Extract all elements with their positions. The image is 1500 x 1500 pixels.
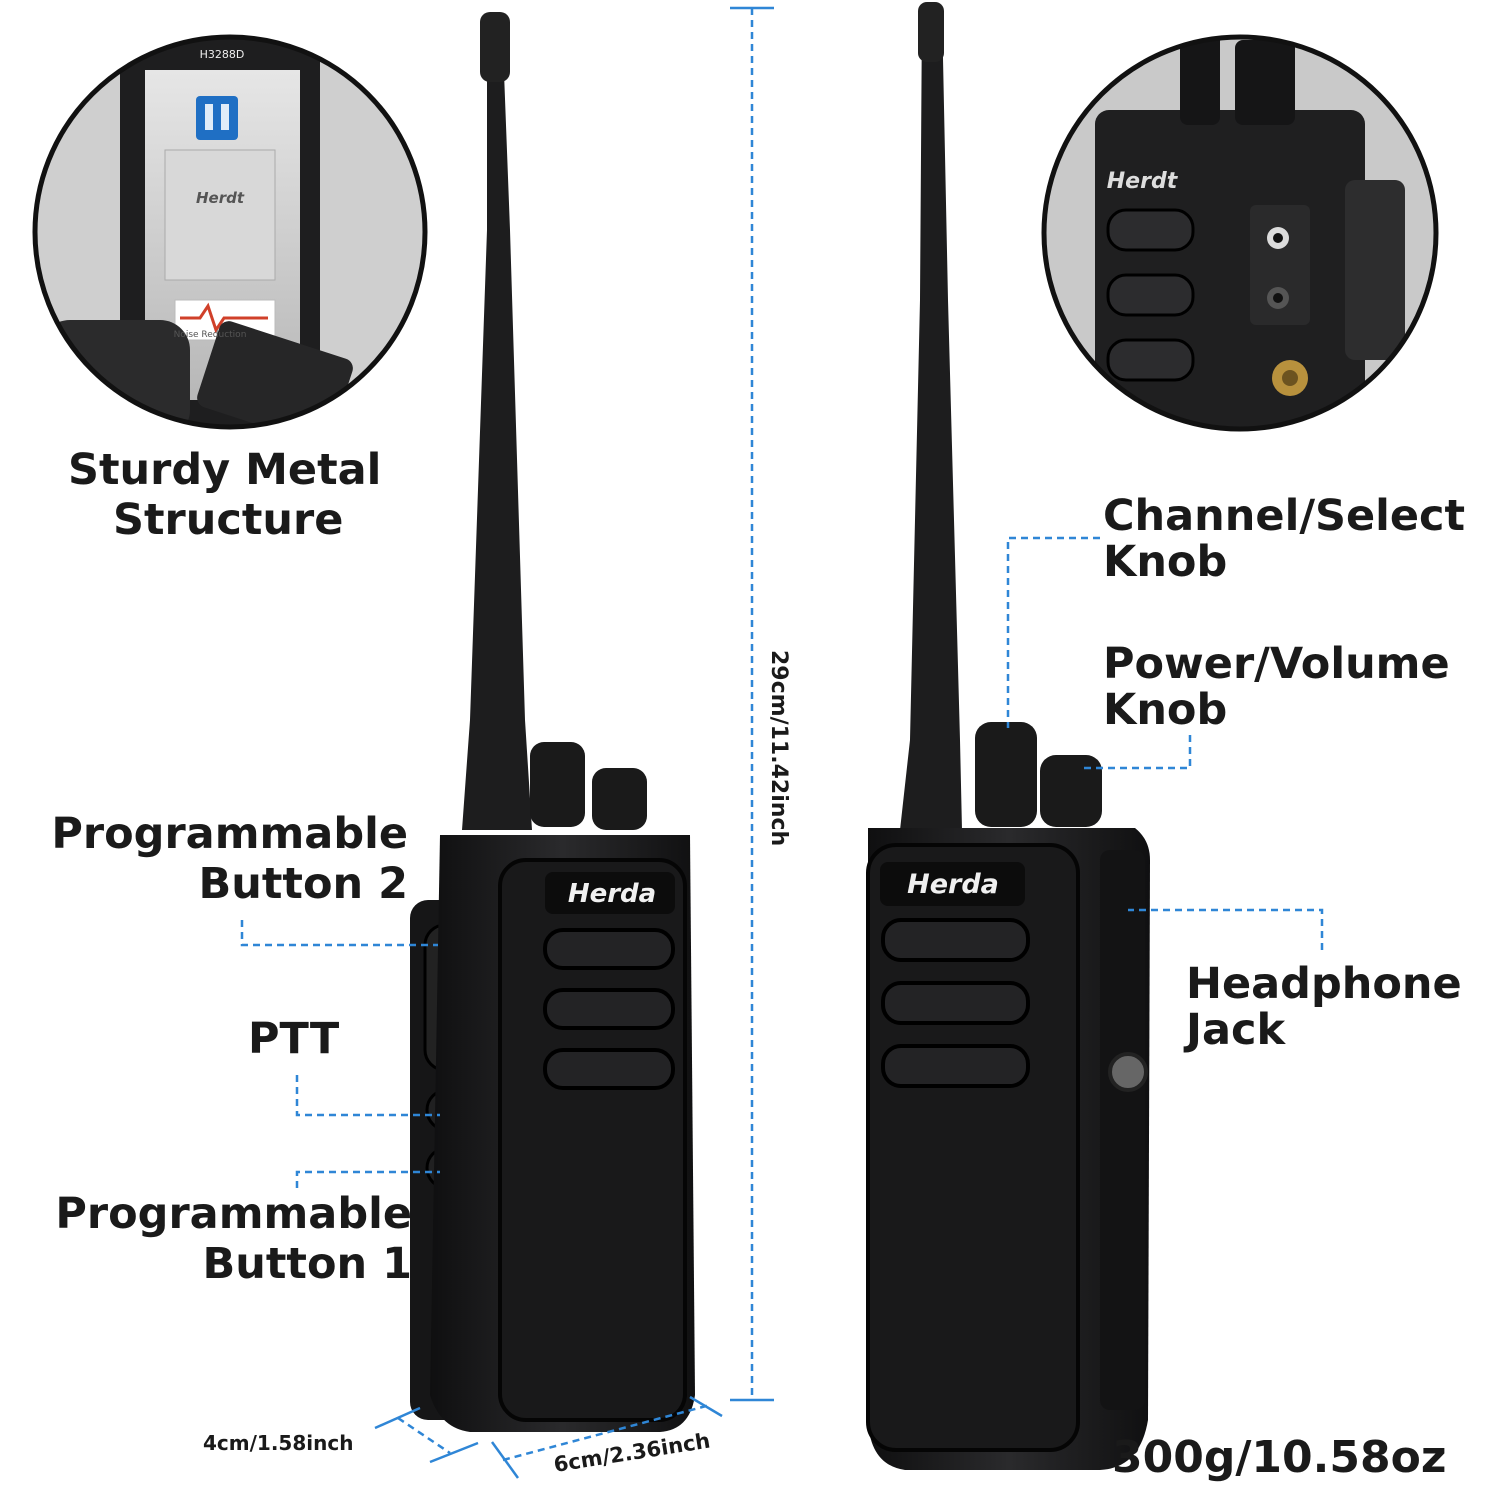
prog2-label-line2: Button 2 (198, 859, 408, 909)
height-dimension-label: 29cm/11.42inch (766, 650, 791, 846)
antenna (462, 16, 532, 830)
inset-logo-left: Herdt (196, 189, 245, 207)
headphone-label-line1: Headphone (1186, 959, 1462, 1009)
depth-dimension-label: 4cm/1.58inch (203, 1431, 354, 1455)
depth-dimension-line (397, 1416, 451, 1455)
prog1-leader (295, 1170, 440, 1188)
power-label-line1: Power/Volume (1103, 639, 1450, 689)
battery-contact-icon (196, 96, 238, 140)
model-number: H3288D (200, 48, 245, 61)
front-logo-left: Herda (568, 879, 656, 909)
inset-logo-right: Herdt (1107, 169, 1179, 194)
volume-knob (1040, 755, 1102, 827)
channel-label-line2: Knob (1103, 537, 1228, 587)
weight-label: 300g/10.58oz (1112, 1432, 1447, 1483)
front-logo-right: Herda (907, 869, 999, 900)
ptt-label: PTT (248, 1014, 340, 1064)
prog1-label-line1: Programmable (55, 1189, 412, 1239)
noise-reduction-label: Noise Reduction (174, 330, 247, 340)
width-dimension-label: 6cm/2.36inch (552, 1429, 712, 1477)
side-ports-inset (1041, 34, 1439, 432)
prog1-label-line2: Button 1 (202, 1239, 412, 1289)
sturdy-label-line1: Sturdy Metal (68, 445, 382, 495)
sturdy-label-line2: Structure (113, 495, 344, 545)
antenna (900, 6, 962, 830)
callout-lines (240, 536, 1324, 1188)
dimension-lines (374, 6, 774, 1479)
radio-front-view (410, 12, 695, 1432)
channel-leader (1006, 536, 1100, 728)
channel-label-line1: Channel/Select (1103, 491, 1466, 541)
channel-knob (975, 722, 1037, 827)
channel-knob (530, 742, 585, 827)
headphone-label-line2: Jack (1186, 1005, 1286, 1055)
radio-side-view (866, 2, 1150, 1470)
prog2-label-line1: Programmable (51, 809, 408, 859)
metal-structure-inset (32, 34, 428, 430)
headphone-leader (1128, 908, 1324, 950)
prog2-leader (240, 920, 438, 947)
power-label-line2: Knob (1103, 685, 1228, 735)
side-screw-icon (1108, 1052, 1148, 1092)
ptt-leader (295, 1075, 440, 1117)
volume-knob (592, 768, 647, 830)
